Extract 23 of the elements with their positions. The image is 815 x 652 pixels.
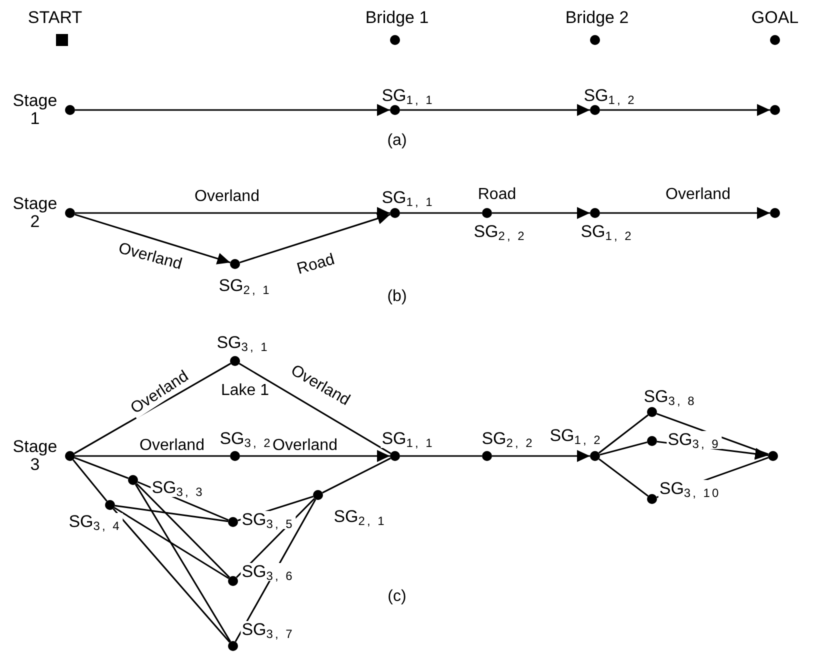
arrow bbox=[600, 207, 770, 219]
arrow bbox=[240, 450, 390, 462]
node-label: Bridge 1 bbox=[364, 9, 430, 27]
arrow bbox=[75, 104, 390, 116]
node-label: SG$_{3, 4}$ bbox=[68, 513, 122, 531]
start-square bbox=[56, 34, 68, 46]
node-label: Stage 3 bbox=[12, 438, 58, 474]
arrow bbox=[75, 207, 390, 219]
arrow bbox=[400, 104, 590, 116]
panel-caption: (c) bbox=[388, 588, 406, 606]
panel-caption: (b) bbox=[387, 288, 407, 306]
node-label: SG$_{3, 9}$ bbox=[666, 431, 722, 449]
panel-caption: Lake 1 bbox=[220, 382, 270, 400]
arrow bbox=[74, 214, 230, 264]
node-label: Stage 1 bbox=[12, 92, 58, 128]
node-label: SG$_{3, 5}$ bbox=[240, 511, 296, 529]
arrow bbox=[492, 450, 590, 462]
node-label: Bridge 2 bbox=[564, 9, 630, 27]
arrow bbox=[492, 207, 590, 219]
arrow bbox=[240, 212, 390, 264]
panel-caption: (a) bbox=[387, 132, 407, 150]
node-label: Stage 2 bbox=[12, 195, 58, 231]
arrow bbox=[600, 104, 770, 116]
